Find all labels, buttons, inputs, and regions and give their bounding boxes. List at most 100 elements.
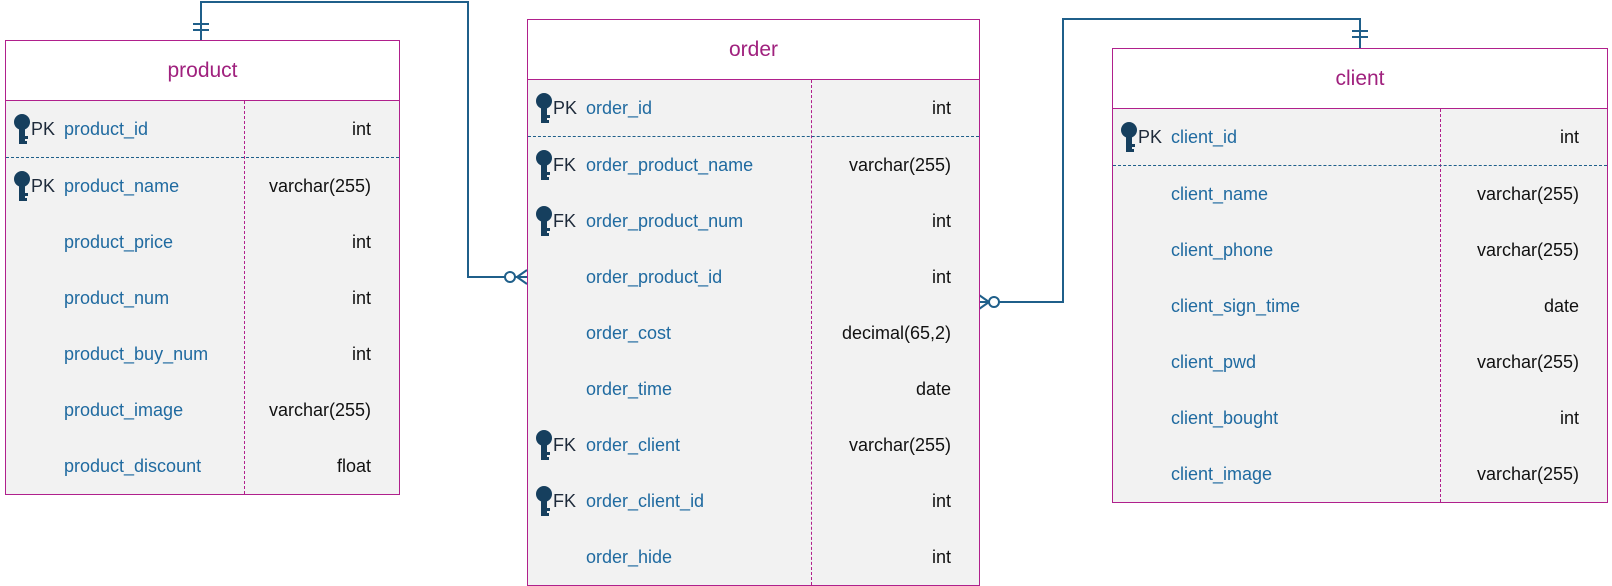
field-type: varchar(255) <box>1476 352 1579 372</box>
table-row[interactable]: PK product_id int <box>6 101 399 158</box>
product-order-relationship-line[interactable] <box>200 1 527 278</box>
field-name: client_image <box>1171 464 1273 484</box>
field-name: client_id <box>1171 127 1238 147</box>
table-row[interactable]: FK order_product_num int <box>528 193 979 249</box>
key-icon <box>536 93 552 123</box>
table-row[interactable]: client_phone varchar(255) <box>1113 222 1607 278</box>
order-zero-or-many-marker <box>504 271 516 283</box>
key-icon <box>14 171 30 201</box>
field-name: order_product_num <box>586 211 744 231</box>
field-name: order_product_name <box>586 155 754 175</box>
key-icon <box>536 430 552 460</box>
table-row[interactable]: product_image varchar(255) <box>6 382 399 438</box>
field-type: varchar(255) <box>848 435 951 455</box>
table-row[interactable]: FK order_client varchar(255) <box>528 417 979 473</box>
entity-client[interactable]: client PK client_id int client_name varc… <box>1112 48 1608 503</box>
field-type: int <box>931 491 951 511</box>
field-type: int <box>931 267 951 287</box>
table-row[interactable]: product_discount float <box>6 438 399 494</box>
table-row[interactable]: client_name varchar(255) <box>1113 166 1607 222</box>
field-type: decimal(65,2) <box>841 323 951 343</box>
field-type: varchar(255) <box>268 400 371 420</box>
field-name: order_id <box>586 98 653 118</box>
field-type: varchar(255) <box>268 176 371 196</box>
order-crowfoot-marker <box>978 294 990 310</box>
entity-order[interactable]: order PK order_id int FK order_product_n… <box>527 19 980 586</box>
field-type: int <box>931 98 951 118</box>
table-row[interactable]: PK product_name varchar(255) <box>6 158 399 214</box>
table-row[interactable]: PK client_id int <box>1113 109 1607 166</box>
entity-product[interactable]: product PK product_id int PK product_nam… <box>5 40 400 495</box>
field-type: varchar(255) <box>1476 184 1579 204</box>
key-label: FK <box>553 491 577 511</box>
table-row[interactable]: client_sign_time date <box>1113 278 1607 334</box>
field-type: int <box>351 344 371 364</box>
field-type: int <box>1559 127 1579 147</box>
field-type: int <box>931 211 951 231</box>
key-label: FK <box>553 435 577 455</box>
client-order-relationship-line[interactable] <box>979 18 1361 303</box>
field-type: float <box>336 456 371 476</box>
table-row[interactable]: order_product_id int <box>528 249 979 305</box>
field-type: int <box>351 232 371 252</box>
table-row[interactable]: PK order_id int <box>528 80 979 137</box>
key-icon <box>536 150 552 180</box>
field-name: client_name <box>1171 184 1269 204</box>
entity-title: order <box>528 20 979 80</box>
key-label: FK <box>553 155 577 175</box>
key-label: PK <box>1138 127 1163 147</box>
column-divider <box>244 101 245 494</box>
table-row[interactable]: client_image varchar(255) <box>1113 446 1607 502</box>
key-label: PK <box>31 119 56 139</box>
table-row[interactable]: client_pwd varchar(255) <box>1113 334 1607 390</box>
table-row[interactable]: FK order_product_name varchar(255) <box>528 137 979 193</box>
table-row[interactable]: order_hide int <box>528 529 979 585</box>
field-type: int <box>1559 408 1579 428</box>
field-name: product_discount <box>64 456 202 476</box>
field-name: order_client <box>586 435 681 455</box>
column-divider <box>811 80 812 585</box>
field-name: product_name <box>64 176 180 196</box>
field-name: product_image <box>64 400 184 420</box>
field-type: int <box>351 119 371 139</box>
field-name: client_phone <box>1171 240 1274 260</box>
field-type: varchar(255) <box>848 155 951 175</box>
field-name: order_client_id <box>586 491 705 511</box>
field-name: product_id <box>64 119 149 139</box>
table-row[interactable]: order_time date <box>528 361 979 417</box>
field-name: client_pwd <box>1171 352 1257 372</box>
field-name: product_buy_num <box>64 344 209 364</box>
order-crowfoot-marker <box>516 269 528 285</box>
field-name: client_sign_time <box>1171 296 1301 316</box>
field-type: varchar(255) <box>1476 464 1579 484</box>
field-name: order_hide <box>586 547 673 567</box>
key-icon <box>1121 122 1137 152</box>
key-icon <box>14 114 30 144</box>
table-row[interactable]: product_price int <box>6 214 399 270</box>
key-label: FK <box>553 211 577 231</box>
field-type: int <box>931 547 951 567</box>
column-divider <box>1440 109 1441 502</box>
table-row[interactable]: product_num int <box>6 270 399 326</box>
field-name: product_price <box>64 232 174 252</box>
entity-title: product <box>6 41 399 101</box>
table-row[interactable]: order_cost decimal(65,2) <box>528 305 979 361</box>
entity-title: client <box>1113 49 1607 109</box>
field-name: product_num <box>64 288 170 308</box>
field-name: order_product_id <box>586 267 723 287</box>
table-row[interactable]: client_bought int <box>1113 390 1607 446</box>
field-type: varchar(255) <box>1476 240 1579 260</box>
key-label: PK <box>31 176 56 196</box>
field-type: date <box>915 379 951 399</box>
table-row[interactable]: product_buy_num int <box>6 326 399 382</box>
field-name: order_time <box>586 379 673 399</box>
field-type: int <box>351 288 371 308</box>
key-icon <box>536 206 552 236</box>
field-name: client_bought <box>1171 408 1279 428</box>
field-name: order_cost <box>586 323 672 343</box>
order-zero-or-many-marker <box>988 296 1000 308</box>
table-row[interactable]: FK order_client_id int <box>528 473 979 529</box>
field-type: date <box>1543 296 1579 316</box>
key-icon <box>536 486 552 516</box>
